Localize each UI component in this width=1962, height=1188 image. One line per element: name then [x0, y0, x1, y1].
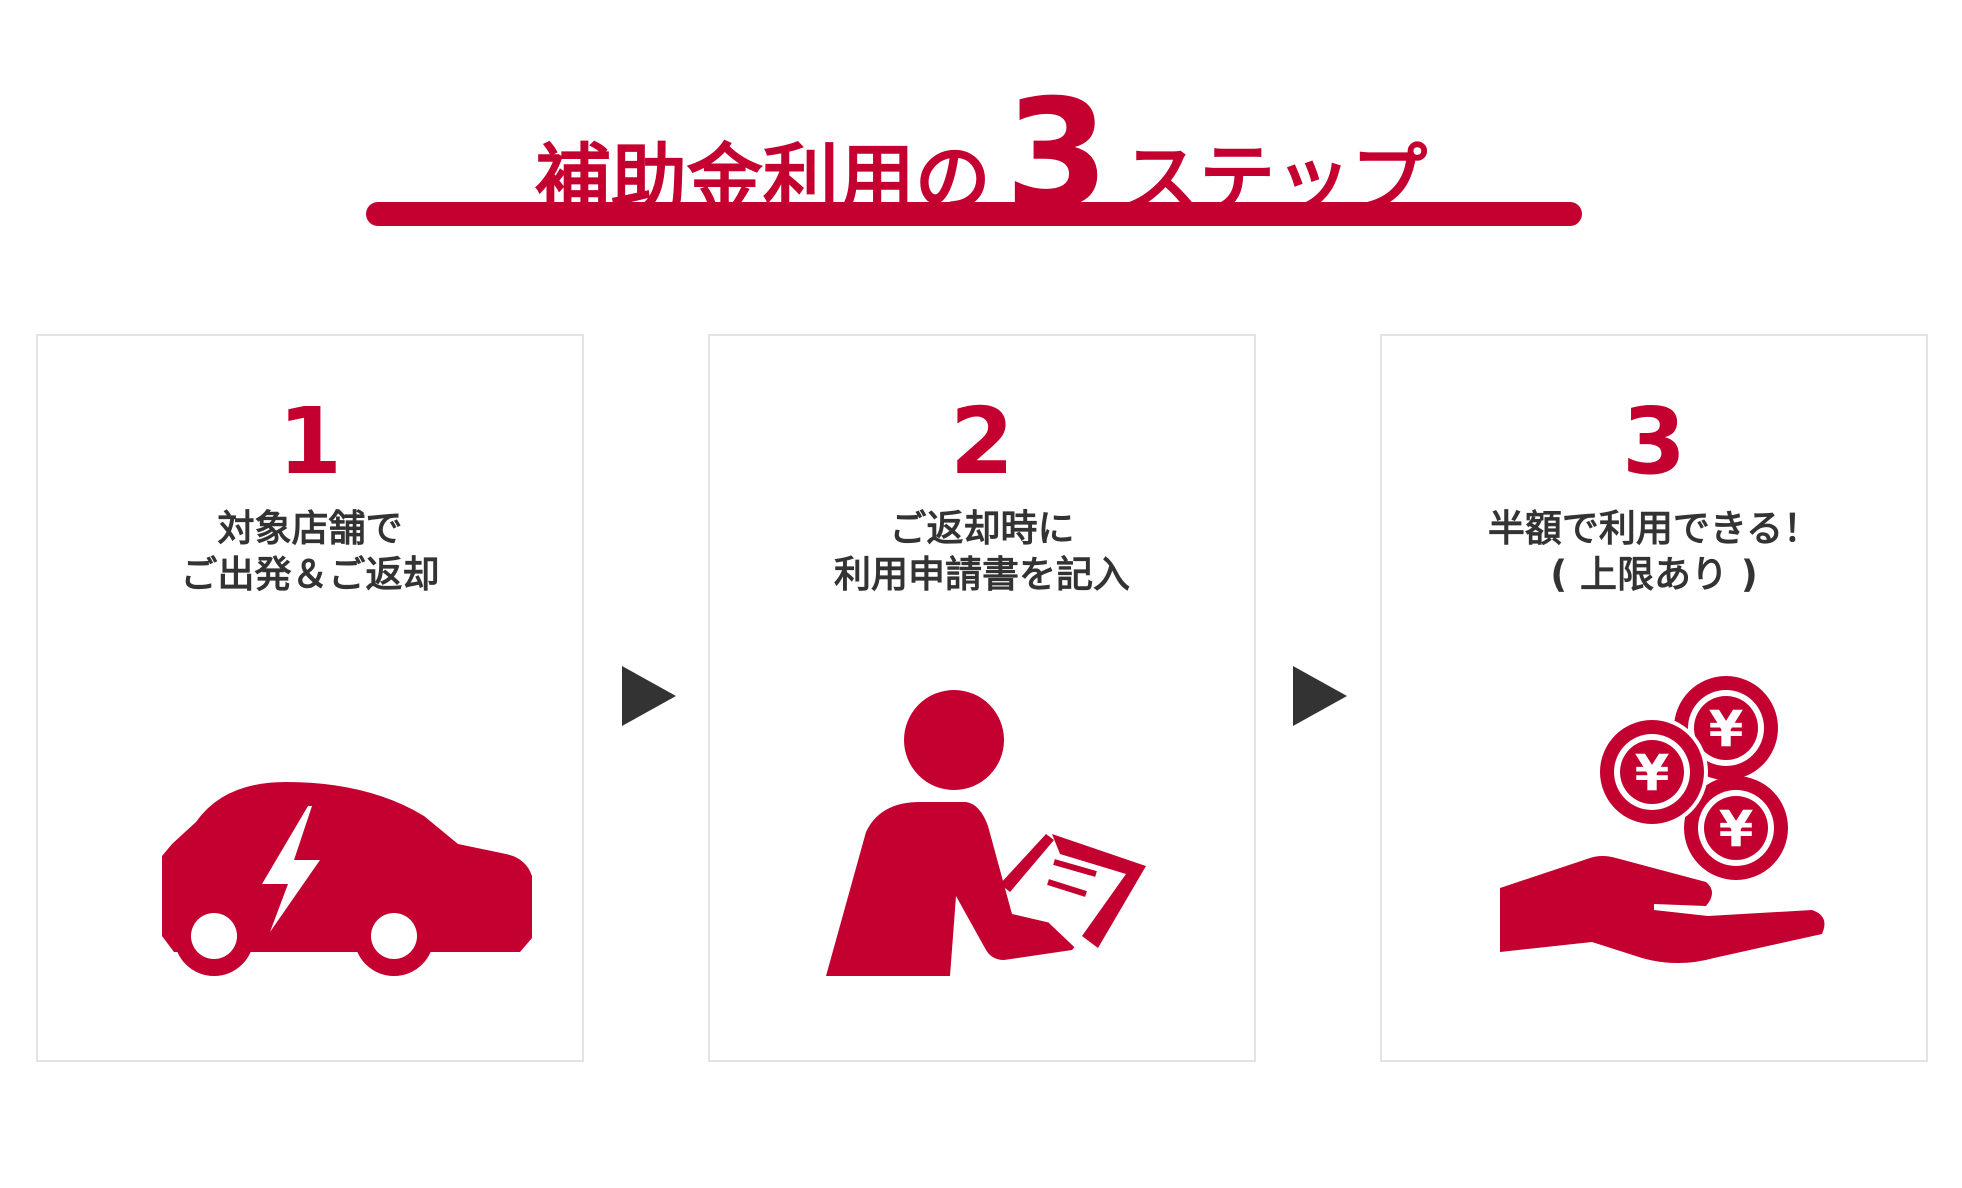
arrow-right-icon: [622, 666, 676, 726]
yen-coins-hand-icon: ¥ ¥ ¥: [1500, 676, 1825, 963]
step-description-line-2: 利用申請書を記入: [834, 553, 1130, 596]
step-description-line-1: 半額で利用できる！: [1487, 507, 1821, 550]
step-description: ご返却時に 利用申請書を記入: [710, 506, 1254, 598]
step-card-3: 3 半額で利用できる！ ( 上限あり ) ¥ ¥ ¥: [1380, 334, 1928, 1062]
step-number: 1: [277, 388, 342, 495]
step-card-1: 1 対象店舗で ご出発＆ご返却: [36, 334, 584, 1062]
step-description-line-2: ご出発＆ご返却: [180, 553, 440, 596]
step-description: 対象店舗で ご出発＆ご返却: [38, 506, 582, 598]
title-underline: [366, 202, 1582, 226]
electric-car-icon: [162, 782, 532, 976]
step-description-line-1: ご返却時に: [889, 507, 1075, 550]
svg-text:¥: ¥: [1635, 744, 1670, 802]
svg-text:¥: ¥: [1719, 800, 1754, 858]
step-description-line-1: 対象店舗で: [217, 507, 403, 550]
step-description-line-2: ( 上限あり ): [1550, 553, 1758, 596]
step-number: 2: [949, 388, 1014, 495]
step-description: 半額で利用できる！ ( 上限あり ): [1382, 506, 1926, 598]
person-writing-form-icon: [826, 690, 1146, 976]
step-card-2: 2 ご返却時に 利用申請書を記入: [708, 334, 1256, 1062]
step-number: 3: [1621, 388, 1686, 495]
svg-text:¥: ¥: [1709, 700, 1744, 758]
arrow-right-icon: [1293, 666, 1347, 726]
